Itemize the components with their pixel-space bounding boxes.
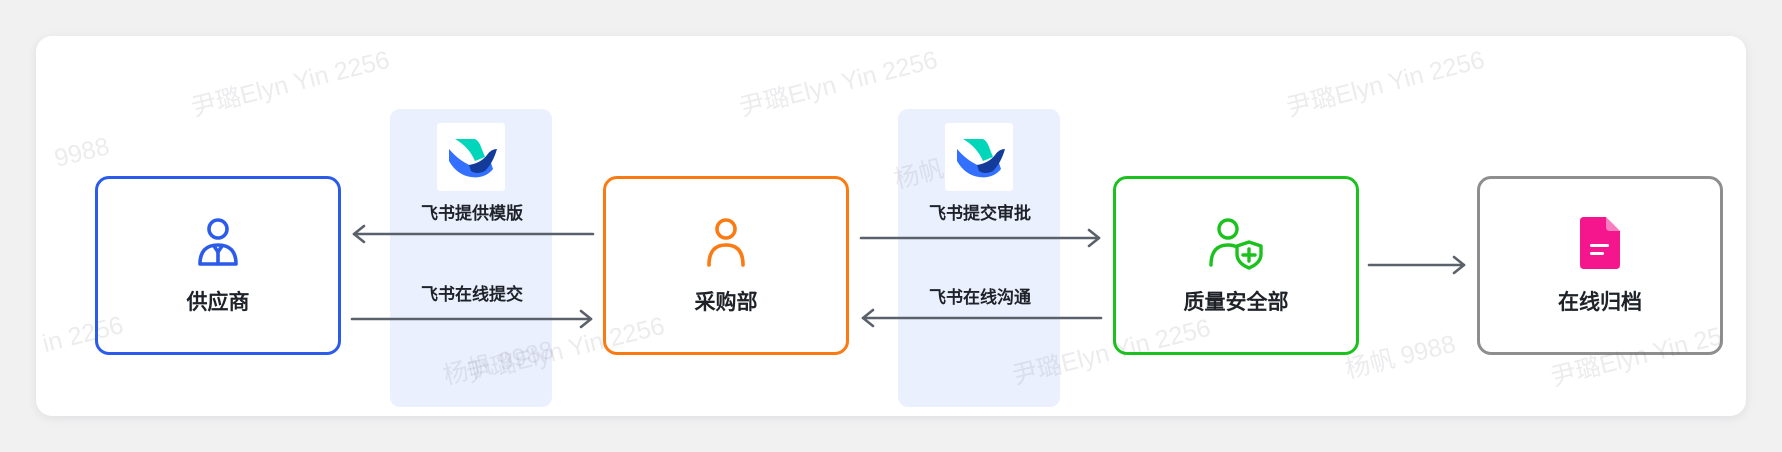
feishu-logo-icon (437, 123, 505, 191)
arrow-procurement-to-quality (859, 228, 1101, 248)
arrow-quality-to-procurement (861, 308, 1103, 328)
person-shield-icon (1116, 216, 1356, 270)
document-icon (1480, 216, 1720, 270)
arrow-procurement-to-supplier (352, 224, 595, 244)
person-icon (98, 216, 338, 270)
watermark: 9988 (51, 132, 113, 173)
node-supplier: 供应商 (95, 176, 341, 355)
feishu-logo-navy (977, 149, 1005, 173)
link-label-feishu-submit: 飞书在线提交 (421, 285, 523, 304)
feishu-logo-navy (469, 149, 497, 173)
node-procurement: 采购部 (603, 176, 849, 355)
link-label-feishu-communicate: 飞书在线沟通 (929, 288, 1031, 307)
watermark: 尹璐Elyn Yin 2256 (1283, 45, 1488, 123)
node-label-procurement: 采购部 (694, 291, 758, 314)
feishu-logo-teal (963, 139, 993, 161)
node-label-archive: 在线归档 (1558, 291, 1642, 314)
link-label-feishu-template: 飞书提供模版 (421, 204, 523, 223)
node-label-supplier: 供应商 (186, 291, 250, 314)
link-label-feishu-approval: 飞书提交审批 (929, 204, 1031, 223)
feishu-logo-teal (455, 139, 485, 161)
flow-diagram-card: 供应商 采购部 质量安全部 (36, 36, 1746, 416)
watermark: 尹璐Elyn Yin 2256 (188, 45, 393, 123)
arrow-quality-to-archive (1367, 255, 1466, 275)
node-archive: 在线归档 (1477, 176, 1723, 355)
person-icon (606, 216, 846, 270)
arrow-supplier-to-procurement (350, 309, 593, 329)
node-label-quality-safety: 质量安全部 (1183, 291, 1289, 314)
node-quality-safety: 质量安全部 (1113, 176, 1359, 355)
feishu-logo-icon (945, 123, 1013, 191)
